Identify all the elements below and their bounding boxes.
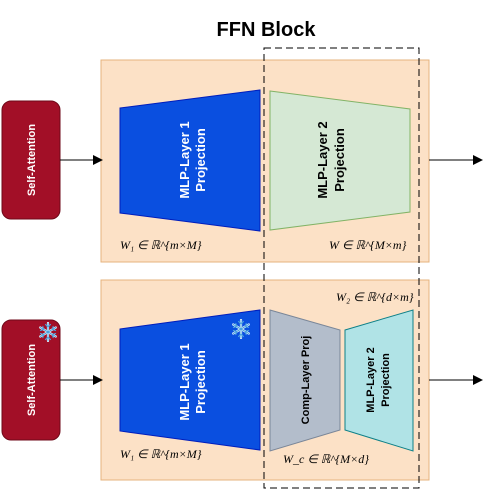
bottom-mlp-layer-2: MLP-Layer 2 Projection	[344, 309, 414, 452]
top-mlp-layer-2: MLP-Layer 2 Projection	[269, 90, 411, 231]
top-mlp2-label-line2: Projection	[332, 128, 347, 192]
top-mlp2-label-line1: MLP-Layer 2	[315, 121, 330, 198]
bottom-comp-label: Comp-Layer Proj	[300, 336, 312, 425]
bottom-comp-layer: Comp-Layer Proj	[269, 309, 341, 452]
bottom-mlp2-label-line2: Projection	[380, 353, 392, 407]
bottom-wc-label: W_c ∈ ℝ^{M×d}	[283, 452, 369, 466]
top-mlp1-label-line1: MLP-Layer 1	[177, 121, 192, 198]
bottom-mlp2-label-line1: MLP-Layer 2	[365, 347, 377, 412]
ffn-block-dashed-outline	[263, 47, 420, 489]
top-self-attention-label: Self-Attention	[26, 124, 38, 196]
top-w-label: W ∈ ℝ^{M×m}	[329, 238, 407, 252]
top-w1-label: W₁ ∈ ℝ^{m×M}	[120, 238, 202, 252]
bottom-self-attention-label: Self-Attention	[26, 344, 38, 416]
top-mlp-layer-1: MLP-Layer 1 Projection	[119, 89, 261, 232]
bottom-self-attention-box: Self-Attention	[1, 319, 61, 441]
bottom-mlp1-label-line2: Projection	[193, 350, 208, 414]
bottom-w1-label: W₁ ∈ ℝ^{m×M}	[120, 447, 202, 461]
bottom-mlp-layer-1: MLP-Layer 1 Projection	[119, 309, 261, 451]
bottom-w2-label: W₂ ∈ ℝ^{d×m}	[336, 290, 414, 304]
diagram-title: FFN Block	[217, 19, 317, 41]
bottom-mlp1-label-line1: MLP-Layer 1	[177, 343, 192, 420]
top-mlp1-label-line2: Projection	[193, 128, 208, 192]
top-self-attention-box: Self-Attention	[1, 100, 61, 220]
